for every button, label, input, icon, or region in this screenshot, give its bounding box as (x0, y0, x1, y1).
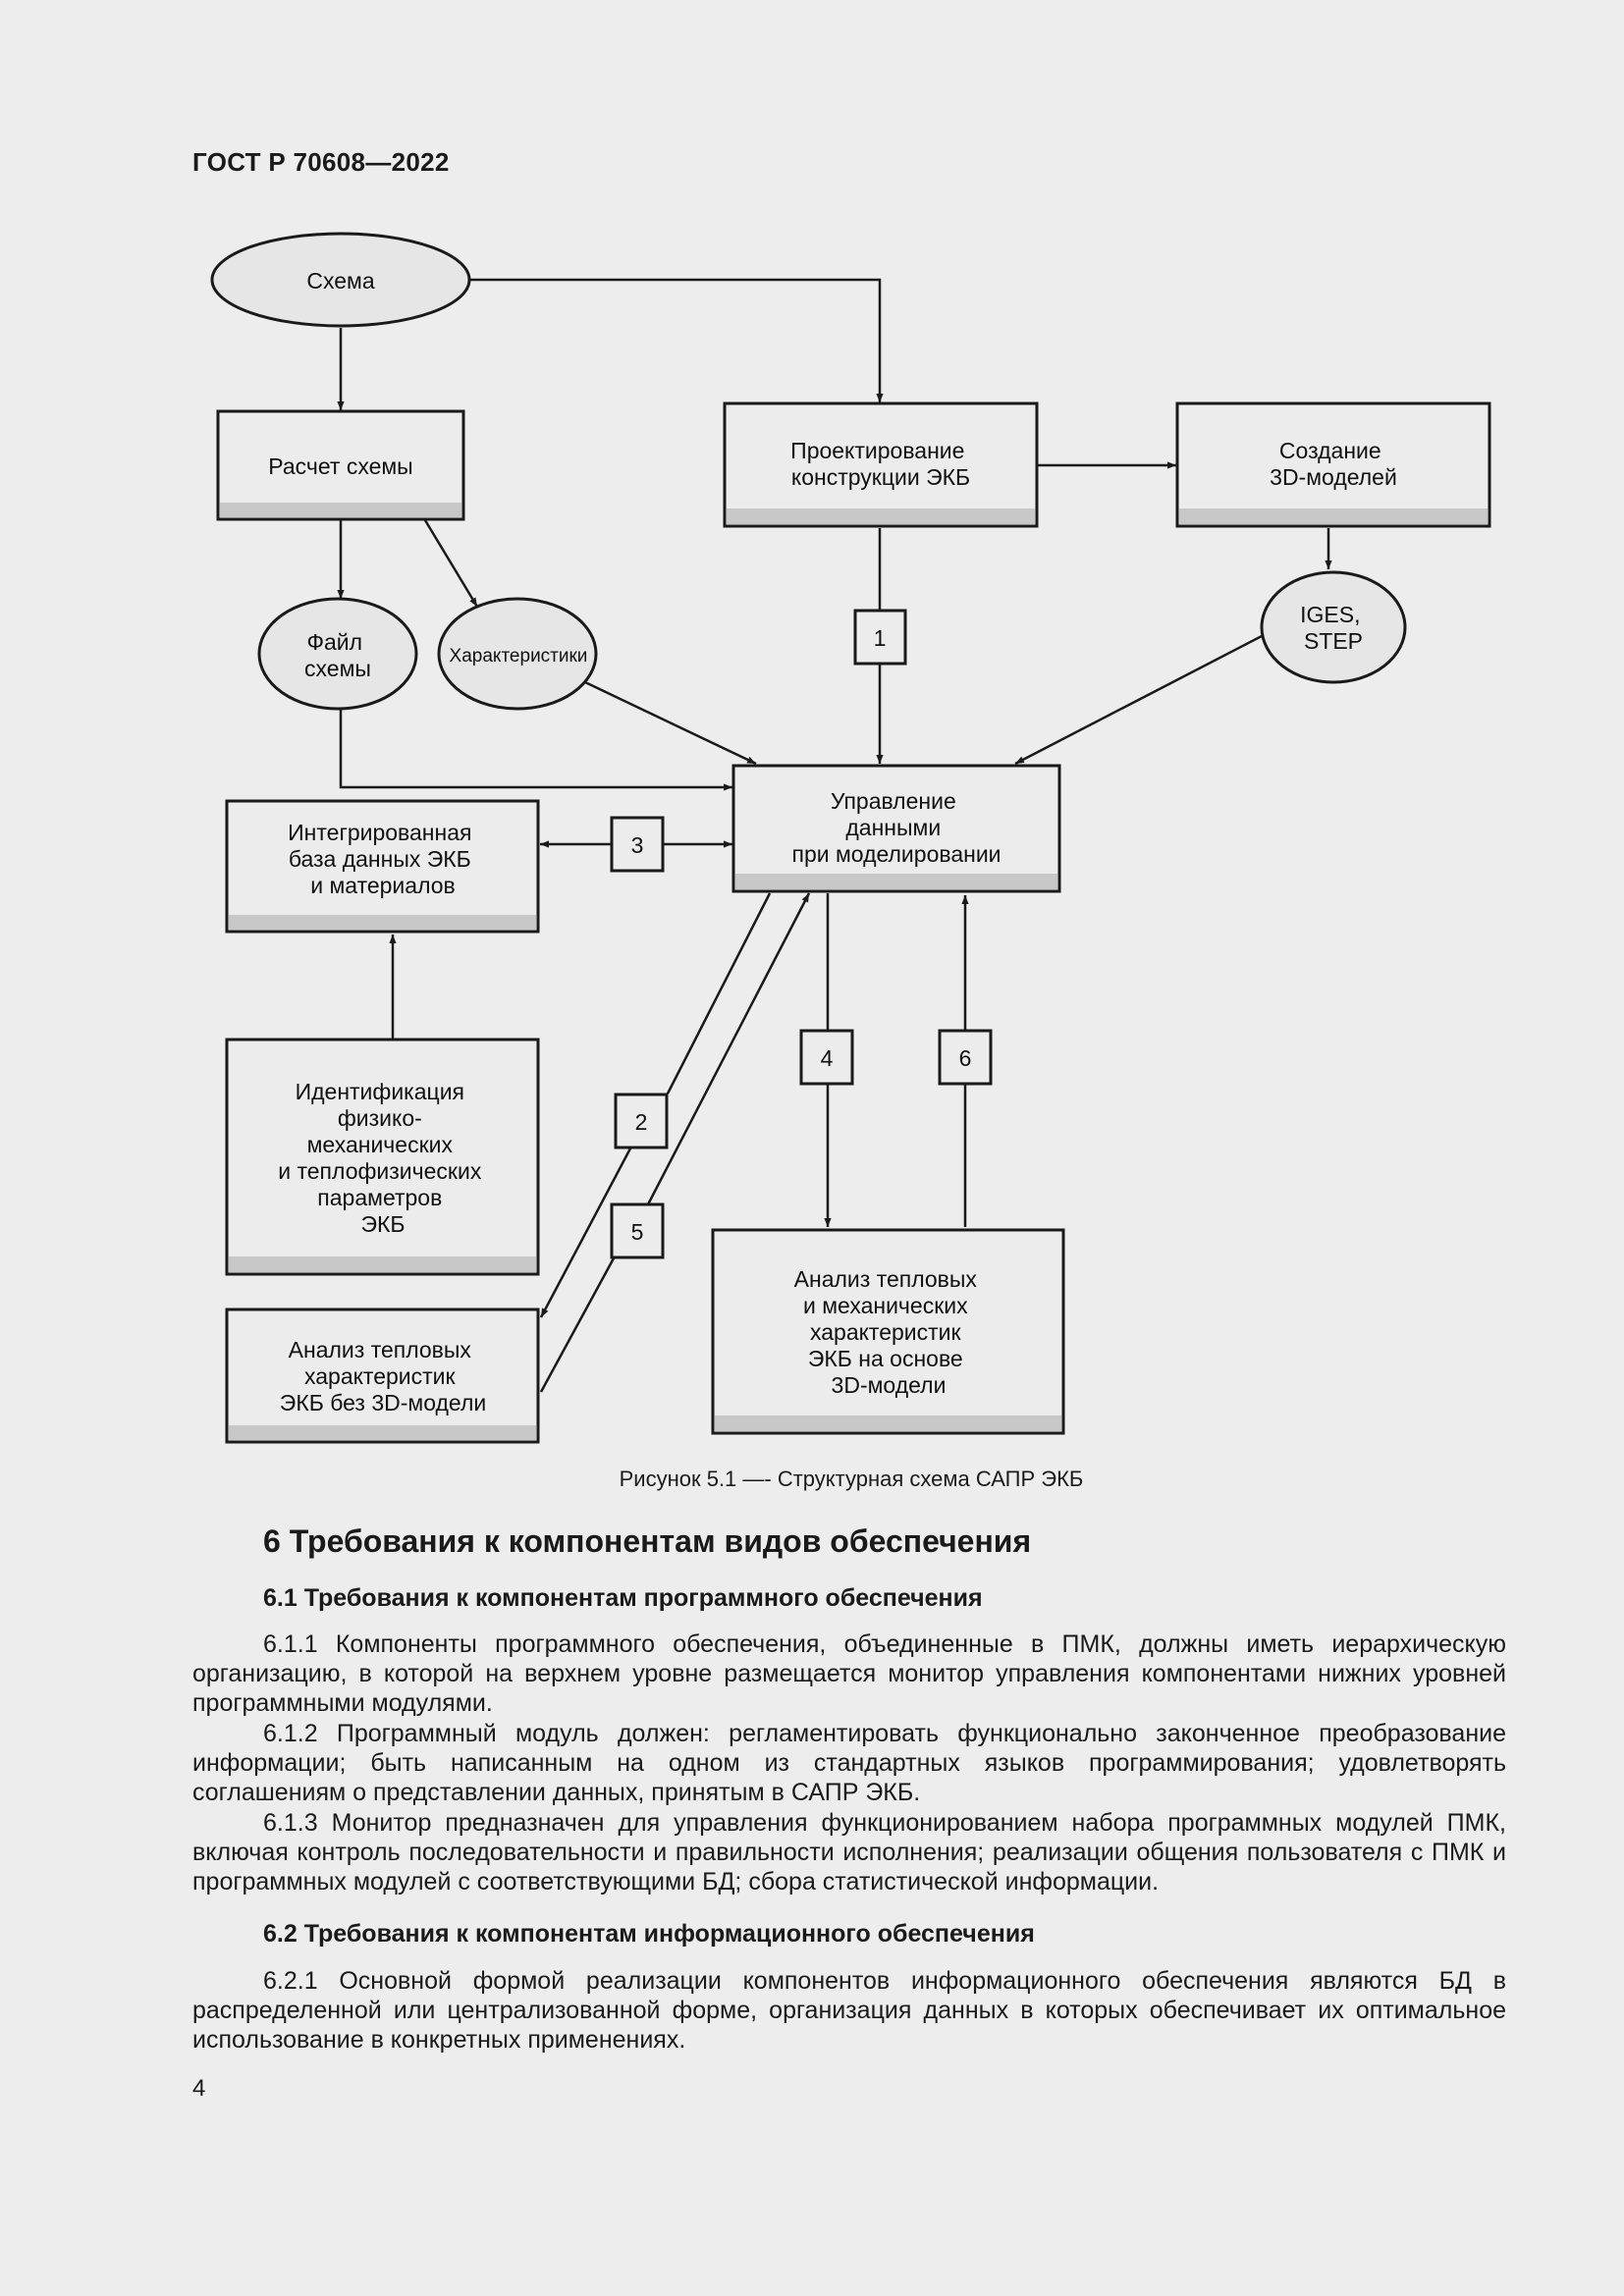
label-3: 3 (631, 832, 644, 858)
text-design: Проектирование конструкции ЭКБ (790, 438, 971, 490)
label-box-5 (610, 1202, 665, 1259)
text-identification: Идентификация физико- механических и теп… (278, 1079, 487, 1237)
label-box-1 (853, 609, 907, 666)
text-thermal-no3d: Анализ тепловых характеристик ЭКБ без 3D… (280, 1337, 486, 1415)
label-6: 6 (959, 1045, 972, 1071)
document-code: ГОСТ Р 70608—2022 (192, 147, 450, 177)
label-1: 1 (874, 625, 887, 651)
arrow-characteristics-to-data-mgmt (584, 680, 757, 766)
node-iges-step (1260, 570, 1407, 684)
subsection-title-6-2: 6.2 Требования к компонентам информацион… (263, 1920, 1035, 1948)
subsection-title-6-1: 6.1 Требования к компонентам программног… (263, 1584, 983, 1612)
arrow-thermal-no3d-to-label-5 (539, 1255, 617, 1393)
figure-caption: Рисунок 5.1 —- Структурная схема САПР ЭК… (619, 1467, 1084, 1491)
node-design (723, 401, 1039, 528)
label-2: 2 (635, 1109, 648, 1135)
arrow-label-2-to-thermal-no3d (539, 1148, 632, 1318)
text-integrated-db: Интегрированная база данных ЭКБ и матери… (288, 820, 478, 898)
structural-diagram: Схема Расчет схемы Проектирование констр… (210, 232, 1491, 1444)
arrow-file-to-data-mgmt (339, 709, 732, 791)
node-schema (210, 232, 471, 328)
section-title: 6 Требования к компонентам видов обеспеч… (263, 1523, 1032, 1559)
node-characteristics (437, 597, 598, 711)
node-identification (225, 1038, 540, 1276)
paragraph-6-2-1: 6.2.1 Основной формой реализации компоне… (192, 1967, 1506, 2054)
arrow-iges-to-data-mgmt (1014, 634, 1263, 766)
label-box-3 (610, 816, 665, 873)
page-number: 4 (192, 2075, 206, 2102)
text-iges-step: IGES, STEP (1300, 602, 1367, 654)
text-schema-file: Файл схемы (304, 629, 371, 681)
label-5: 5 (631, 1219, 644, 1245)
paragraph-6-1-3: 6.1.3 Монитор предназначен для управлени… (192, 1809, 1506, 1896)
text-3d-models: Создание 3D-моделей (1270, 438, 1397, 490)
label-box-6 (938, 1029, 993, 1086)
arrow-schema-to-design (470, 278, 884, 402)
text-thermal-3d: Анализ тепловых и механических характери… (794, 1266, 984, 1398)
node-3d-models (1175, 401, 1491, 528)
node-thermal-no3d (225, 1308, 540, 1444)
arrow-calc-to-characteristics (423, 519, 479, 608)
arrow-label-5-to-data-mgmt (646, 892, 811, 1205)
paragraph-6-1-1: 6.1.1 Компоненты программного обеспечени… (192, 1630, 1506, 1717)
node-schema-file (257, 597, 418, 711)
node-thermal-3d (711, 1228, 1065, 1435)
label-box-4 (799, 1029, 854, 1086)
label-4: 4 (821, 1045, 834, 1071)
node-data-mgmt (731, 764, 1061, 893)
text-calc: Расчет схемы (268, 454, 412, 479)
text-data-mgmt: Управление данными при моделировании (791, 788, 1001, 867)
label-box-2 (614, 1093, 669, 1149)
paragraph-6-1-2: 6.1.2 Программный модуль должен: регламе… (192, 1720, 1506, 1806)
arrow-data-mgmt-to-label-2 (666, 892, 772, 1095)
text-schema: Схема (306, 268, 374, 294)
node-calc (216, 409, 465, 521)
text-characteristics: Характеристики (450, 646, 588, 667)
node-integrated-db (225, 799, 540, 934)
